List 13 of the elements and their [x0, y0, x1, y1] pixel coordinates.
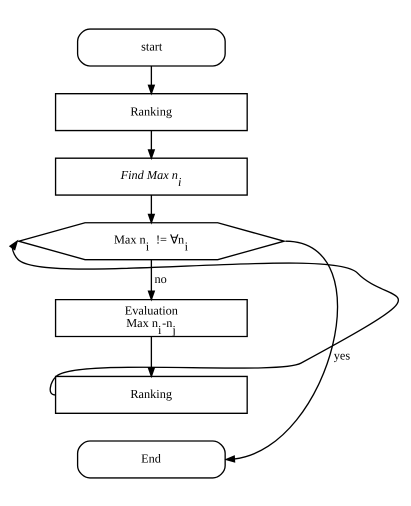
arrow — [148, 130, 156, 160]
node-box: End — [76, 440, 226, 478]
node-box: Ranking — [54, 92, 248, 131]
node-box: start — [76, 28, 226, 66]
edge-label: yes — [334, 348, 350, 362]
arrow — [148, 259, 156, 301]
arrow — [224, 240, 338, 462]
edge-label: no — [154, 271, 167, 286]
arrow — [148, 66, 156, 96]
node-box: Ranking — [54, 375, 248, 414]
arrow — [148, 336, 156, 378]
arrow — [8, 239, 398, 395]
arrow — [148, 194, 156, 224]
